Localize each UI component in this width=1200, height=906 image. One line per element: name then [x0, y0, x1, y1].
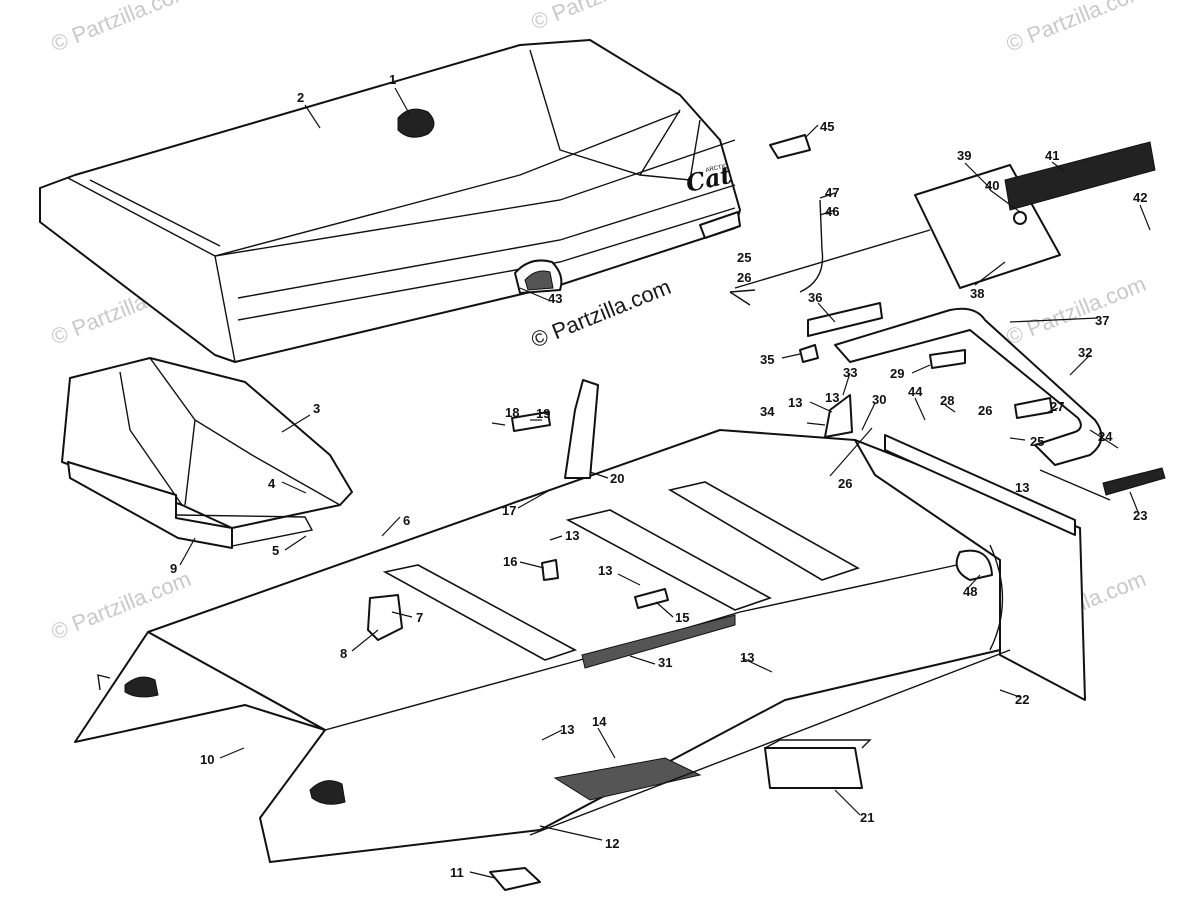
- callout-30: 30: [872, 392, 886, 407]
- callout-36: 36: [808, 290, 822, 305]
- callout-44: 44: [908, 384, 923, 399]
- callout-16: 16: [503, 554, 517, 569]
- rear-bumper: [834, 307, 1103, 466]
- callout-13-e: 13: [560, 722, 574, 737]
- inner-panel: [61, 357, 353, 549]
- watermark-top-center: © Partzilla.com: [528, 0, 675, 35]
- callout-9: 9: [170, 561, 177, 576]
- callout-14: 14: [592, 714, 607, 729]
- hood: Cat ARCTIC: [39, 39, 741, 363]
- callout-34: 34: [760, 404, 775, 419]
- callout-13-f: 13: [1015, 480, 1029, 495]
- callout-13-b: 13: [788, 395, 802, 410]
- callout-38: 38: [970, 286, 984, 301]
- callout-8: 8: [340, 646, 347, 661]
- watermark-top-left: © Partzilla.com: [48, 0, 195, 57]
- callout-23: 23: [1133, 508, 1147, 523]
- callout-5: 5: [272, 543, 279, 558]
- callout-35: 35: [760, 352, 774, 367]
- callout-18: 18: [505, 405, 519, 420]
- callout-25-b: 25: [1030, 434, 1044, 449]
- callout-4: 4: [268, 476, 276, 491]
- callout-26-c: 26: [838, 476, 852, 491]
- callout-17: 17: [502, 503, 516, 518]
- callout-31: 31: [658, 655, 672, 670]
- callout-13-d: 13: [740, 650, 754, 665]
- callout-13-c: 13: [598, 563, 612, 578]
- callout-13-g: 13: [825, 390, 839, 405]
- callout-29: 29: [890, 366, 904, 381]
- callout-12: 12: [605, 836, 619, 851]
- callout-15: 15: [675, 610, 689, 625]
- callout-27: 27: [1050, 399, 1064, 414]
- callout-40: 40: [985, 178, 999, 193]
- callout-26-a: 26: [737, 270, 751, 285]
- callout-45: 45: [820, 119, 834, 134]
- callout-43: 43: [548, 291, 562, 306]
- hood-brand-logo: ARCTIC: [705, 163, 729, 174]
- small-parts: [367, 134, 1053, 836]
- callout-42: 42: [1133, 190, 1147, 205]
- callout-26-b: 26: [978, 403, 992, 418]
- callout-25-a: 25: [737, 250, 751, 265]
- callout-33: 33: [843, 365, 857, 380]
- callout-46: 46: [825, 204, 839, 219]
- callout-10: 10: [200, 752, 214, 767]
- leader-lines: [179, 87, 1151, 879]
- callout-20: 20: [610, 471, 624, 486]
- rear-assembly: [854, 434, 1166, 701]
- callout-3: 3: [313, 401, 320, 416]
- callout-39: 39: [957, 148, 971, 163]
- callout-7: 7: [416, 610, 423, 625]
- belly-pan: [74, 429, 1081, 891]
- callout-labels: 1 2 3 4 5 6 7 8 9 10 11 12 13 13 13 13 1…: [170, 72, 1147, 880]
- watermark-top-right: © Partzilla.com: [1003, 0, 1150, 57]
- callout-22: 22: [1015, 692, 1029, 707]
- callout-32: 32: [1078, 345, 1092, 360]
- callout-41: 41: [1045, 148, 1059, 163]
- callout-47: 47: [825, 185, 839, 200]
- callout-2: 2: [297, 90, 304, 105]
- callout-24: 24: [1098, 429, 1113, 444]
- callout-28: 28: [940, 393, 954, 408]
- callout-6: 6: [403, 513, 410, 528]
- taillight: [729, 141, 1156, 306]
- callout-37: 37: [1095, 313, 1109, 328]
- callout-11: 11: [450, 865, 464, 880]
- watermark-mid-right: © Partzilla.com: [1003, 271, 1150, 350]
- callout-19: 19: [536, 406, 550, 421]
- callout-13-a: 13: [565, 528, 579, 543]
- callout-1: 1: [389, 72, 396, 87]
- callout-48: 48: [963, 584, 977, 599]
- callout-21: 21: [860, 810, 874, 825]
